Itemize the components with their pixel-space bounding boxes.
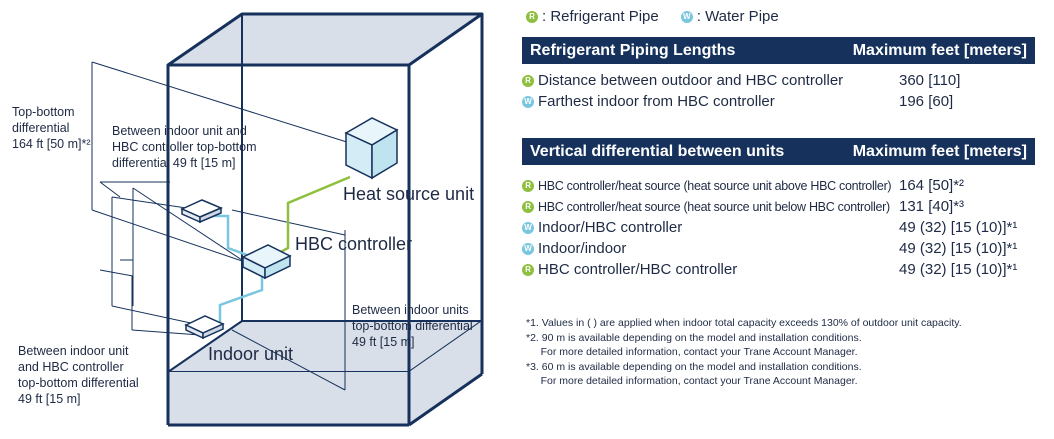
- svg-text:49 ft [15 m]: 49 ft [15 m]: [18, 392, 81, 406]
- footnote: For more detailed information, contact y…: [526, 375, 858, 387]
- svg-text:164 ft [50 m]*²: 164 ft [50 m]*²: [12, 137, 91, 151]
- row-label: HBC controller/heat source (heat source …: [538, 199, 890, 214]
- water-pipe-icon: W: [680, 10, 693, 23]
- svg-text:HBC controller top-bottom: HBC controller top-bottom: [112, 140, 257, 154]
- row-value: 360 [110]: [899, 72, 961, 89]
- water-pipe-icon: W: [522, 221, 534, 234]
- svg-text:and HBC controller: and HBC controller: [18, 360, 124, 374]
- indoor-unit-upper: [180, 199, 223, 224]
- row-value: 164 [50]*²: [899, 177, 965, 194]
- water-pipe-icon: W: [522, 242, 534, 255]
- footnote: *1. Values in ( ) are applied when indoo…: [526, 317, 962, 329]
- heat-source-unit: [344, 117, 399, 180]
- indoor-unit-lower: [184, 315, 225, 340]
- building-bottom-face: [168, 372, 409, 425]
- table-row: R HBC controller/heat source (heat sourc…: [522, 175, 1035, 196]
- row-label: Distance between outdoor and HBC control…: [538, 72, 844, 89]
- indoor-unit-label: Indoor unit: [208, 344, 293, 364]
- heat-source-unit-label: Heat source unit: [343, 184, 474, 204]
- piping-lengths-header: Refrigerant Piping Lengths Maximum feet …: [522, 37, 1035, 64]
- vertical-differential-title: Vertical differential between units: [530, 142, 785, 160]
- vertical-differential-table: Vertical differential between units Maxi…: [522, 138, 1035, 280]
- footnote: For more detailed information, contact y…: [526, 346, 858, 358]
- refrigerant-pipe-icon: R: [522, 179, 534, 192]
- svg-text:49 ft [15 m]: 49 ft [15 m]: [352, 335, 415, 349]
- top-bottom-differential-label: Top-bottom differential 164 ft [50 m]*²: [12, 105, 91, 151]
- refrigerant-pipe-icon: R: [522, 263, 534, 276]
- svg-text:Between indoor units: Between indoor units: [352, 303, 469, 317]
- table-row: R HBC controller/HBC controller 49 (32) …: [522, 259, 1035, 280]
- vertical-differential-column: Maximum feet [meters]: [852, 142, 1027, 160]
- svg-text:Between indoor unit: Between indoor unit: [18, 344, 129, 358]
- hbc-controller-label: HBC controller: [295, 234, 412, 254]
- table-row: R HBC controller/heat source (heat sourc…: [522, 196, 1035, 217]
- refrigerant-pipe-icon: R: [526, 10, 538, 23]
- row-label: Indoor/HBC controller: [538, 219, 683, 236]
- building-edge: [408, 372, 483, 427]
- refrigerant-pipe-icon: R: [522, 74, 534, 87]
- svg-text:differential 49 ft [15 m]: differential 49 ft [15 m]: [112, 156, 235, 170]
- svg-text:Top-bottom: Top-bottom: [12, 105, 75, 119]
- building-top-face: [166, 12, 484, 67]
- row-value: 49 (32) [15 (10)]*¹: [899, 219, 1018, 236]
- water-pipe-icon: W: [522, 95, 534, 108]
- indoor-hbc-lower-label: Between indoor unit and HBC controller t…: [18, 344, 139, 406]
- vertical-differential-header: Vertical differential between units Maxi…: [522, 138, 1035, 165]
- piping-diagram: Heat source unit HBC controller Indoor u…: [0, 0, 510, 439]
- svg-text:Between indoor unit and: Between indoor unit and: [112, 124, 247, 138]
- indoor-units-differential-label: Between indoor units top-bottom differen…: [352, 303, 473, 349]
- row-label: Indoor/indoor: [538, 240, 627, 257]
- row-label: HBC controller/HBC controller: [538, 261, 738, 278]
- table-row: W Indoor/HBC controller 49 (32) [15 (10)…: [522, 217, 1035, 238]
- footnote: *2. 90 m is available depending on the m…: [526, 331, 862, 344]
- refrigerant-pipe-icon: R: [522, 200, 534, 213]
- row-value: 49 (32) [15 (10)]*¹: [899, 240, 1018, 257]
- svg-text:top-bottom differential: top-bottom differential: [352, 319, 473, 333]
- pipe-legend: R : Refrigerant Pipe W : Water Pipe: [526, 8, 801, 25]
- piping-lengths-table: Refrigerant Piping Lengths Maximum feet …: [522, 37, 1035, 112]
- legend-refrigerant: R : Refrigerant Pipe: [526, 8, 659, 25]
- hbc-controller-unit: [241, 244, 292, 280]
- legend-refrigerant-label: : Refrigerant Pipe: [542, 8, 659, 25]
- svg-text:differential: differential: [12, 121, 69, 135]
- footnote: *3. 60 m is available depending on the m…: [526, 360, 862, 373]
- svg-text:top-bottom differential: top-bottom differential: [18, 376, 139, 390]
- legend-water: W : Water Pipe: [680, 8, 779, 25]
- legend-water-label: : Water Pipe: [696, 8, 779, 25]
- row-value: 131 [40]*³: [899, 198, 965, 215]
- piping-lengths-column: Maximum feet [meters]: [852, 41, 1027, 59]
- row-label: HBC controller/heat source (heat source …: [538, 178, 892, 193]
- indoor-hbc-upper-label: Between indoor unit and HBC controller t…: [112, 124, 257, 170]
- row-value: 49 (32) [15 (10)]*¹: [899, 261, 1018, 278]
- table-row: W Indoor/indoor 49 (32) [15 (10)]*¹: [522, 238, 1035, 259]
- diagram-svg: Heat source unit HBC controller Indoor u…: [12, 12, 484, 427]
- row-value: 196 [60]: [899, 93, 954, 110]
- piping-lengths-title: Refrigerant Piping Lengths: [530, 41, 736, 59]
- table-row: R Distance between outdoor and HBC contr…: [522, 70, 1035, 91]
- footnotes: *1. Values in ( ) are applied when indoo…: [526, 316, 962, 389]
- row-label: Farthest indoor from HBC controller: [538, 93, 775, 110]
- building-bottom-side: [409, 321, 482, 425]
- water-pipe-upper: [210, 214, 251, 258]
- table-row: W Farthest indoor from HBC controller 19…: [522, 91, 1035, 112]
